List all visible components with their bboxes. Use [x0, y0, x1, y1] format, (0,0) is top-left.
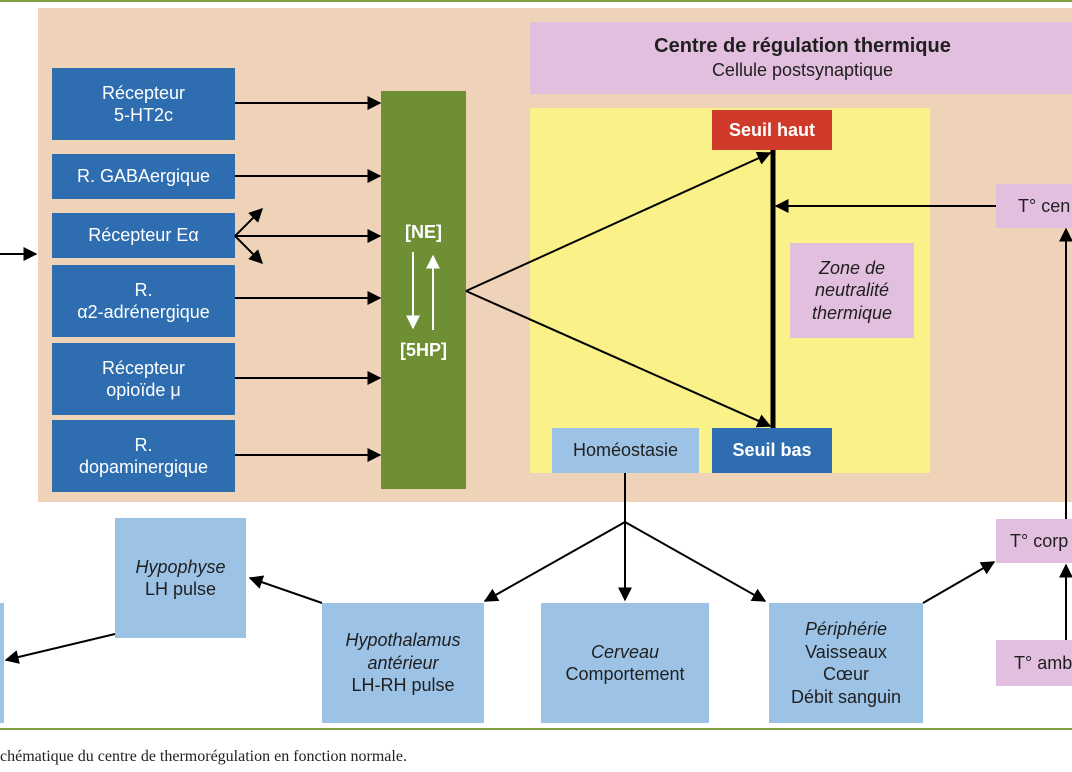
peripherie-sub: Cœur	[823, 664, 869, 684]
homeostasie-box: Homéostasie	[552, 428, 699, 473]
receptor-label: 5-HT2c	[113, 105, 173, 125]
cerveau-sub: Comportement	[565, 664, 685, 684]
receptor-label: R. GABAergique	[76, 166, 211, 187]
cerveau-box: Cerveau Comportement	[541, 603, 709, 723]
hypothalamus-title2: antérieur	[367, 652, 439, 673]
centre-subtitle: Cellule postsynaptique	[711, 60, 894, 81]
cerveau-title: Cerveau	[590, 641, 660, 662]
receptor-gabaergique: R. GABAergique	[52, 154, 235, 199]
receptor-label: dopaminergique	[78, 457, 209, 477]
receptor-label: R.	[134, 434, 153, 455]
receptor-opioide-mu: Récepteur opioïde μ	[52, 343, 235, 415]
arrow-ealpha-up	[234, 208, 263, 237]
hypothalamus-title: Hypothalamus	[345, 630, 461, 651]
ne-5hp-column	[381, 91, 466, 489]
hypophyse-box: Hypophyse LH pulse	[115, 518, 246, 638]
centre-title-box: Centre de régulation thermique Cellule p…	[530, 22, 1072, 94]
zone-label: neutralité	[814, 280, 890, 301]
receptor-label: Récepteur	[101, 82, 186, 103]
arrow-to-peripherie	[624, 521, 767, 602]
arrow-ealpha-down	[234, 235, 263, 264]
zone-label: Zone de	[818, 257, 886, 278]
seuil-bas-label: Seuil bas	[732, 440, 812, 461]
t-centrale-label: T° cen	[1018, 195, 1071, 216]
receptor-5ht2c: Récepteur 5-HT2c	[52, 68, 235, 140]
zone-label: thermique	[811, 302, 893, 323]
hypophyse-sub: LH pulse	[144, 579, 217, 599]
partial-left-box	[0, 603, 4, 723]
peripherie-title: Périphérie	[804, 619, 888, 639]
receptor-label: Récepteur	[101, 357, 186, 378]
arrow-to-hypothalamus	[483, 521, 626, 602]
figure-caption: chématique du centre de thermorégulation…	[0, 748, 407, 765]
arrow-to-seuil-bas	[465, 290, 772, 428]
t-centrale-box: T° cen	[996, 184, 1072, 228]
seuil-haut-box: Seuil haut	[712, 110, 832, 150]
receptor-label: opioïde μ	[106, 380, 181, 400]
top-border	[0, 0, 1072, 2]
t-ambiante-box: T° amb	[996, 640, 1072, 686]
bottom-border	[0, 728, 1072, 730]
centre-title: Centre de régulation thermique	[654, 35, 951, 58]
seuil-bas-box: Seuil bas	[712, 428, 832, 473]
arrow-hypophyse-out	[4, 633, 116, 664]
ne-label: [NE]	[405, 222, 442, 242]
peripherie-sub: Vaisseaux	[805, 641, 887, 662]
hp-label: [5HP]	[399, 340, 447, 360]
arrow-to-tcorp	[922, 561, 996, 604]
peripherie-box: Périphérie Vaisseaux Cœur Débit sanguin	[769, 603, 923, 723]
receptor-alpha2-adrenergique: R. α2-adrénergique	[52, 265, 235, 337]
homeostasie-label: Homéostasie	[572, 440, 679, 461]
receptor-ealpha: Récepteur Eα	[52, 213, 235, 258]
arrow-to-seuil-haut	[465, 151, 772, 292]
hypothalamus-sub: LH-RH pulse	[351, 675, 455, 696]
receptor-label: α2-adrénergique	[77, 302, 210, 322]
t-ambiante-label: T° amb	[1014, 652, 1072, 673]
receptor-dopaminergique: R. dopaminergique	[52, 420, 235, 492]
peripherie-sub: Débit sanguin	[790, 686, 902, 707]
t-corporelle-box: T° corp	[996, 519, 1072, 563]
zone-neutralite-box: Zone de neutralité thermique	[790, 243, 914, 338]
seuil-haut-label: Seuil haut	[728, 119, 815, 140]
t-corporelle-label: T° corp	[1010, 530, 1069, 551]
hypophyse-title: Hypophyse	[135, 556, 226, 577]
receptor-label: R.	[134, 279, 153, 300]
receptor-label: Récepteur Eα	[88, 225, 199, 246]
hypothalamus-box: Hypothalamus antérieur LH-RH pulse	[322, 603, 484, 723]
arrow-to-hypophyse	[248, 575, 323, 604]
